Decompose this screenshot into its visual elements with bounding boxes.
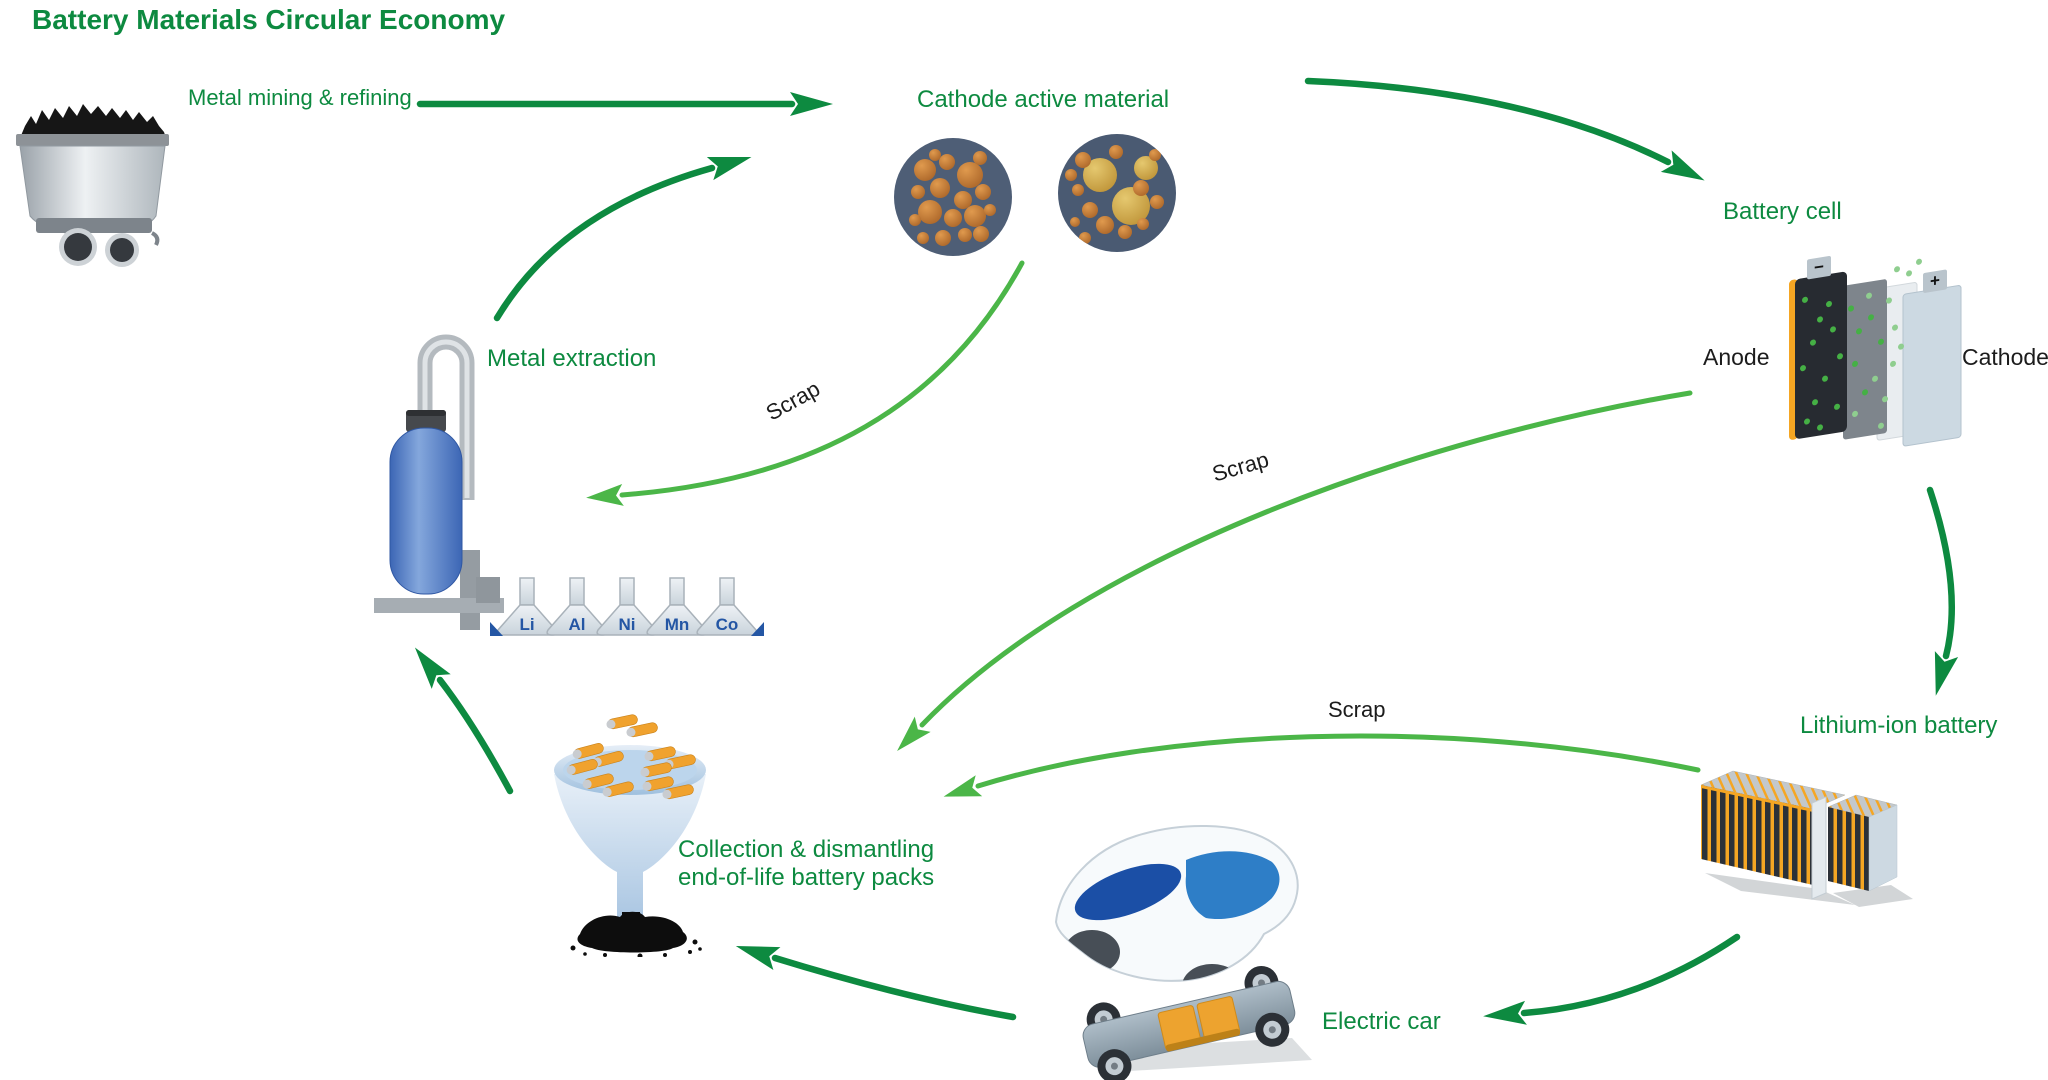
funnel-al: Al [546, 577, 608, 636]
scrap-arrow-battery-to-collection [943, 733, 1701, 797]
end-module [1827, 794, 1898, 892]
spent-battery-cells [566, 714, 696, 800]
label-collection: Collection & dismantling end-of-life bat… [678, 836, 934, 892]
funnel-co: Co [696, 577, 758, 636]
separator-gray-layer [1843, 279, 1887, 440]
scrap-arrow-cell-to-collection [897, 390, 1693, 751]
label-collection-line2: end-of-life battery packs [678, 864, 935, 891]
arrow-car-to-collection [735, 945, 1017, 1021]
sem-image-2 [1058, 134, 1176, 252]
plus-terminal-tab [1923, 269, 1947, 293]
arrow-battery-to-car [1483, 933, 1741, 1025]
funnel-ni: Ni [596, 577, 658, 636]
minus-sign: − [1814, 257, 1824, 277]
label-scrap-from-cell: Scrap [1209, 446, 1272, 487]
label-metal-mining: Metal mining & refining [188, 85, 412, 110]
chassis-shadow [1090, 1038, 1312, 1072]
main-module [1700, 770, 1846, 885]
battery-pack [1157, 996, 1241, 1052]
label-scrap-from-battery: Scrap [1328, 697, 1386, 722]
electric-car-illustration [1054, 825, 1312, 1080]
element-symbol: Li [519, 615, 534, 634]
funnel-li: Li [496, 577, 558, 636]
vessel-cap [406, 410, 446, 432]
roof-glass [1185, 851, 1280, 920]
front-wheel-arch [1064, 930, 1120, 974]
collection-funnel-illustration [554, 714, 706, 957]
cathode-material-micrographs [894, 134, 1176, 256]
arrow-cathode-to-cell [1304, 77, 1705, 181]
coal-pile [20, 104, 166, 138]
sem-particles-1 [909, 149, 996, 246]
lithium-ion-dots [1800, 258, 1922, 431]
arrow-collection-to-extraction [414, 647, 514, 795]
element-funnels: Li Al Ni Mn Co [490, 577, 764, 636]
sem-image-1 [894, 138, 1012, 256]
pack-shadow-right [1833, 885, 1913, 907]
windshield-glass [1074, 863, 1182, 921]
element-symbol: Mn [665, 615, 690, 634]
corner-mark-right [751, 622, 764, 636]
stand [374, 550, 504, 630]
condenser-u-tube [417, 334, 475, 500]
label-cathode-active-material: Cathode active material [917, 86, 1170, 113]
plus-sign: + [1930, 271, 1940, 291]
end-plate [1868, 804, 1898, 892]
front-wheels [1097, 1012, 1290, 1080]
cart-rim [16, 134, 169, 146]
sem-particles-2 [1065, 145, 1164, 244]
label-cathode: Cathode [1962, 344, 2048, 370]
label-metal-extraction: Metal extraction [487, 345, 657, 372]
page-title: Battery Materials Circular Economy [32, 4, 506, 35]
element-symbol: Ni [619, 615, 636, 634]
cart-frame [36, 218, 152, 233]
cart-wheel-left [59, 228, 97, 266]
battery-cell-illustration: + − [1789, 256, 1962, 447]
arrow-cell-to-battery [1926, 486, 1959, 696]
cart-hook [151, 231, 160, 246]
label-collection-line1: Collection & dismantling [678, 836, 935, 863]
anode-layer: − [1789, 256, 1847, 440]
chassis-platform [1082, 965, 1296, 1080]
arrow-extraction-to-cathode [493, 156, 752, 322]
element-symbol: Co [716, 615, 739, 634]
label-electric-car: Electric car [1322, 1008, 1441, 1035]
extraction-vessel [389, 427, 463, 595]
element-symbol: Al [569, 615, 586, 634]
funnel-mn: Mn [646, 577, 708, 636]
label-anode: Anode [1703, 344, 1770, 370]
divider-plate [1811, 796, 1827, 900]
metal-extraction-illustration: Li Al Ni Mn Co [374, 334, 764, 636]
corner-mark-left [490, 622, 503, 636]
li-ion-battery-illustration [1700, 770, 1913, 907]
label-battery-cell: Battery cell [1723, 198, 1842, 225]
minus-terminal-tab [1807, 256, 1831, 280]
label-li-battery: Lithium-ion battery [1800, 712, 1998, 739]
mine-cart-illustration [16, 104, 169, 267]
black-material-pile [570, 911, 702, 957]
cathode-layer: + [1902, 269, 1962, 447]
cart-wheel-right [105, 233, 139, 267]
